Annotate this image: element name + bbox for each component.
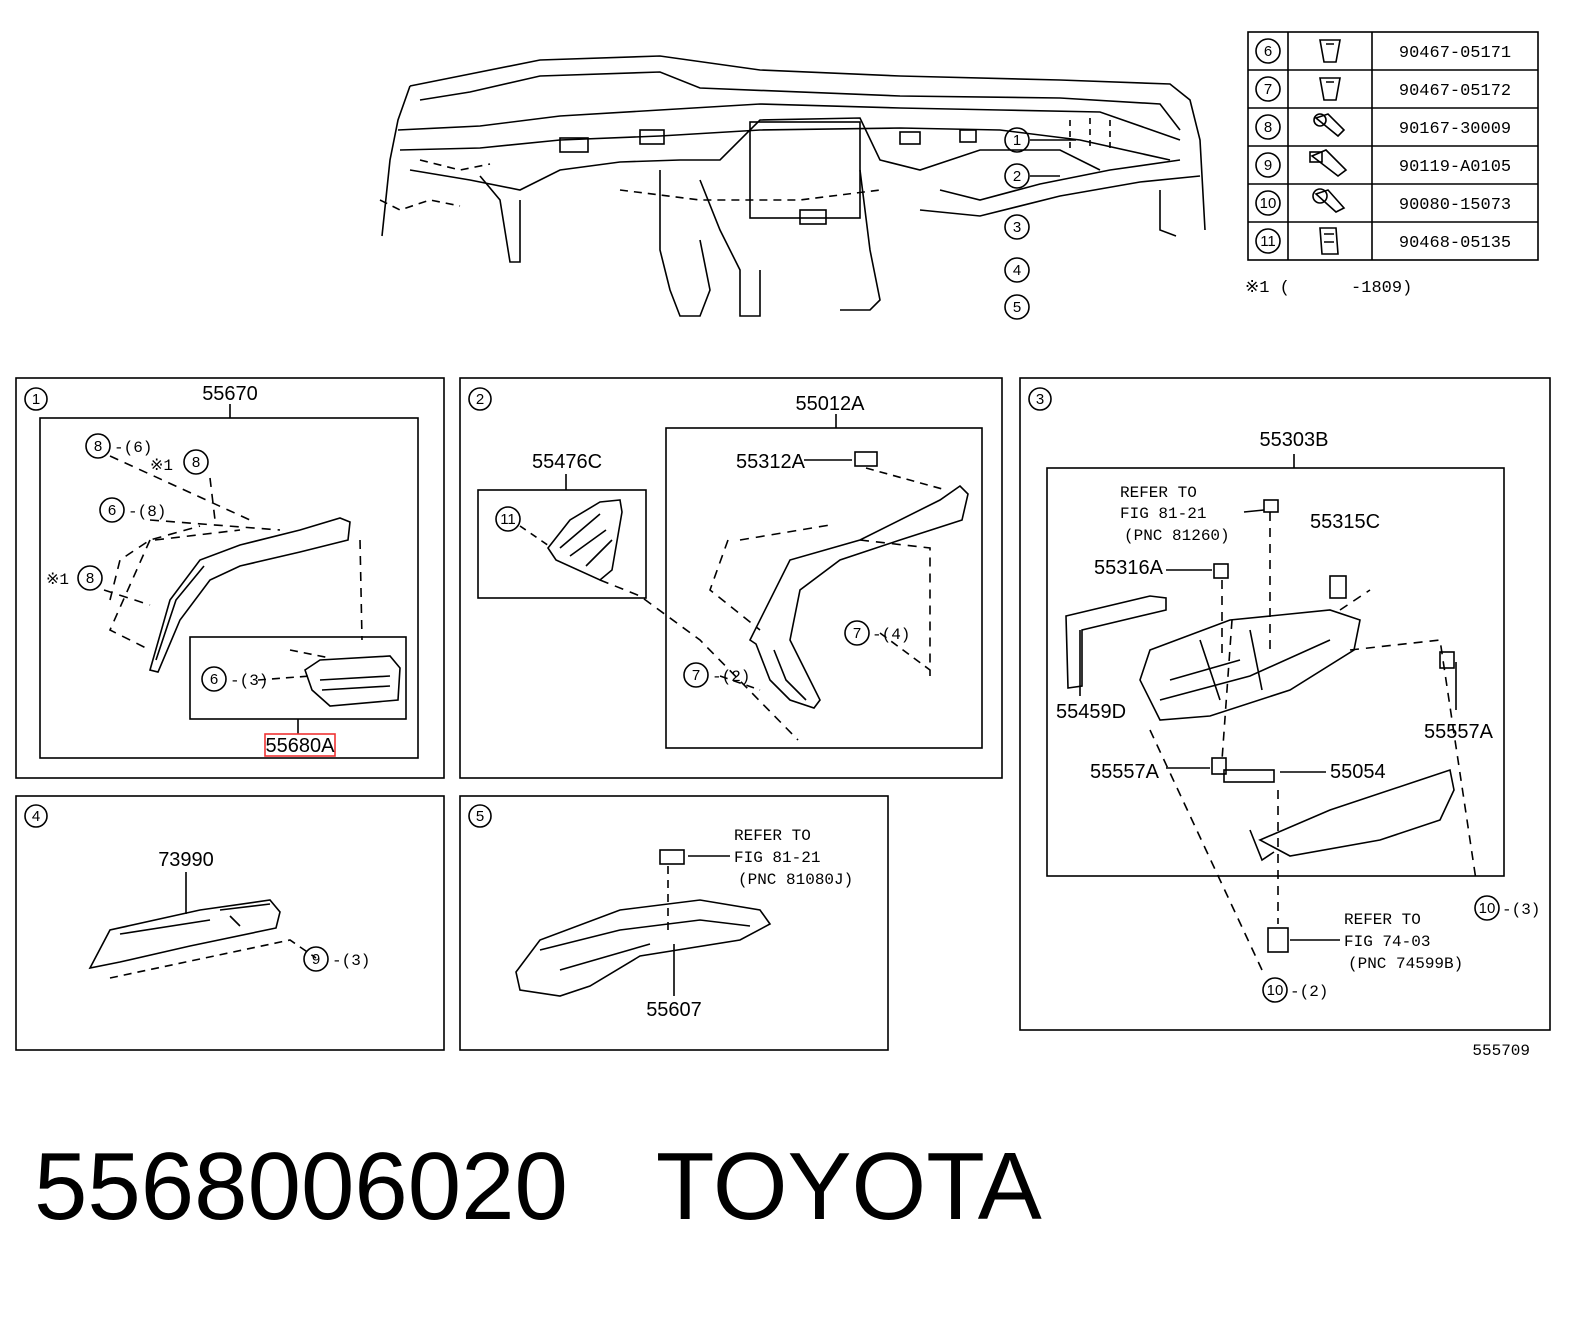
callout-6: 6	[210, 671, 218, 688]
callout-8: 8	[94, 438, 102, 455]
panel-3-number: 3	[1036, 391, 1044, 408]
overview-callout-group	[1004, 127, 1030, 320]
table-ref: 8	[1264, 119, 1272, 136]
panel-5-number: 5	[476, 808, 484, 825]
overview-callout-4: 4	[1013, 262, 1021, 279]
screw-icon	[1313, 113, 1346, 138]
part-label-55459D: 55459D	[1056, 701, 1126, 723]
table-ref: 9	[1264, 157, 1272, 174]
part-label-55476C: 55476C	[532, 451, 602, 473]
callout-8: 8	[86, 570, 94, 587]
panel-4-number: 4	[32, 808, 40, 825]
overview-callout-5: 5	[1013, 299, 1021, 316]
callout-qty: -(2)	[712, 668, 750, 686]
figure-code: 555709	[1472, 1042, 1530, 1060]
table-ref: 11	[1260, 233, 1276, 250]
part-label-55303B: 55303B	[1260, 429, 1329, 451]
note-mark: ※1	[46, 571, 69, 589]
part-label-55012A: 55012A	[796, 393, 866, 415]
callout-7: 7	[853, 625, 861, 642]
highlight-box	[264, 733, 336, 757]
part-label-55316A: 55316A	[1094, 557, 1164, 579]
overview-callout-2: 2	[1013, 168, 1021, 185]
table-part-number: 90467-05171	[1399, 44, 1511, 63]
part-label-73990: 73990	[158, 849, 214, 871]
callout-6: 6	[108, 502, 116, 519]
panel-4-frame	[15, 795, 445, 1051]
callout-10: 10	[1267, 982, 1284, 999]
table-ref: 7	[1264, 81, 1272, 98]
panel-5-frame	[459, 795, 889, 1051]
clip-icon	[1319, 77, 1341, 101]
table-part-number: 90119-A0105	[1399, 158, 1511, 177]
part-label-55312A: 55312A	[736, 451, 806, 473]
refer-text: REFER TO	[1344, 911, 1421, 929]
panel-1-frame	[15, 377, 445, 779]
overview-callout-1: 1	[1013, 132, 1021, 149]
callout-qty: -(3)	[230, 672, 268, 690]
refer-text: REFER TO	[734, 827, 811, 845]
callout-11: 11	[500, 511, 516, 528]
refer-text: REFER TO	[1120, 484, 1197, 502]
panel-2-frame	[459, 377, 1003, 779]
bolt-icon	[1312, 188, 1346, 213]
refer-text: (PNC 81260)	[1124, 527, 1230, 545]
callout-qty: -(3)	[1502, 901, 1540, 919]
callout-qty: -(8)	[128, 503, 166, 521]
part-label-55670: 55670	[202, 383, 258, 405]
refer-text: FIG 74-03	[1344, 933, 1430, 951]
callout-qty: -(2)	[1290, 983, 1328, 1001]
callout-9: 9	[312, 951, 320, 968]
callout-10: 10	[1479, 900, 1496, 917]
part-label-55680A: 55680A	[266, 735, 336, 757]
callout-8: 8	[192, 454, 200, 471]
callout-qty: -(4)	[872, 626, 910, 644]
clip-icon	[1319, 39, 1341, 63]
fastener-table-grid	[1247, 31, 1539, 261]
overview-callout-3: 3	[1013, 219, 1021, 236]
part-label-55557A: 55557A	[1424, 721, 1494, 743]
bolt-icon	[1309, 149, 1348, 178]
table-ref: 6	[1264, 43, 1272, 60]
part-label-55557A: 55557A	[1090, 761, 1160, 783]
refer-text: FIG 81-21	[734, 849, 820, 867]
clip-icon	[1319, 227, 1339, 255]
dashboard-overview-drawing	[379, 55, 1206, 317]
refer-text: (PNC 74599B)	[1348, 955, 1463, 973]
caption: 5568006020 TOYOTA	[34, 1132, 1042, 1242]
part-label-55315C: 55315C	[1310, 511, 1380, 533]
refer-text: (PNC 81080J)	[738, 871, 853, 889]
table-ref: 10	[1260, 195, 1277, 212]
callout-qty: -(3)	[332, 952, 370, 970]
brand-name: TOYOTA	[655, 1133, 1042, 1240]
table-part-number: 90467-05172	[1399, 82, 1511, 101]
refer-text: FIG 81-21	[1120, 505, 1206, 523]
part-label-55607: 55607	[646, 999, 702, 1021]
callout-7: 7	[692, 667, 700, 684]
panel-3-frame	[1019, 377, 1551, 1031]
panel-1-number: 1	[32, 391, 40, 408]
table-part-number: 90080-15073	[1399, 196, 1511, 215]
table-part-number: 90167-30009	[1399, 120, 1511, 139]
part-number: 5568006020	[34, 1133, 568, 1240]
callout-qty: -(6)	[114, 439, 152, 457]
part-label-55054: 55054	[1330, 761, 1386, 783]
table-note: ※1 ( -1809)	[1245, 279, 1412, 298]
panel-2-number: 2	[476, 391, 484, 408]
table-part-number: 90468-05135	[1399, 234, 1511, 253]
note-mark: ※1	[150, 457, 173, 475]
